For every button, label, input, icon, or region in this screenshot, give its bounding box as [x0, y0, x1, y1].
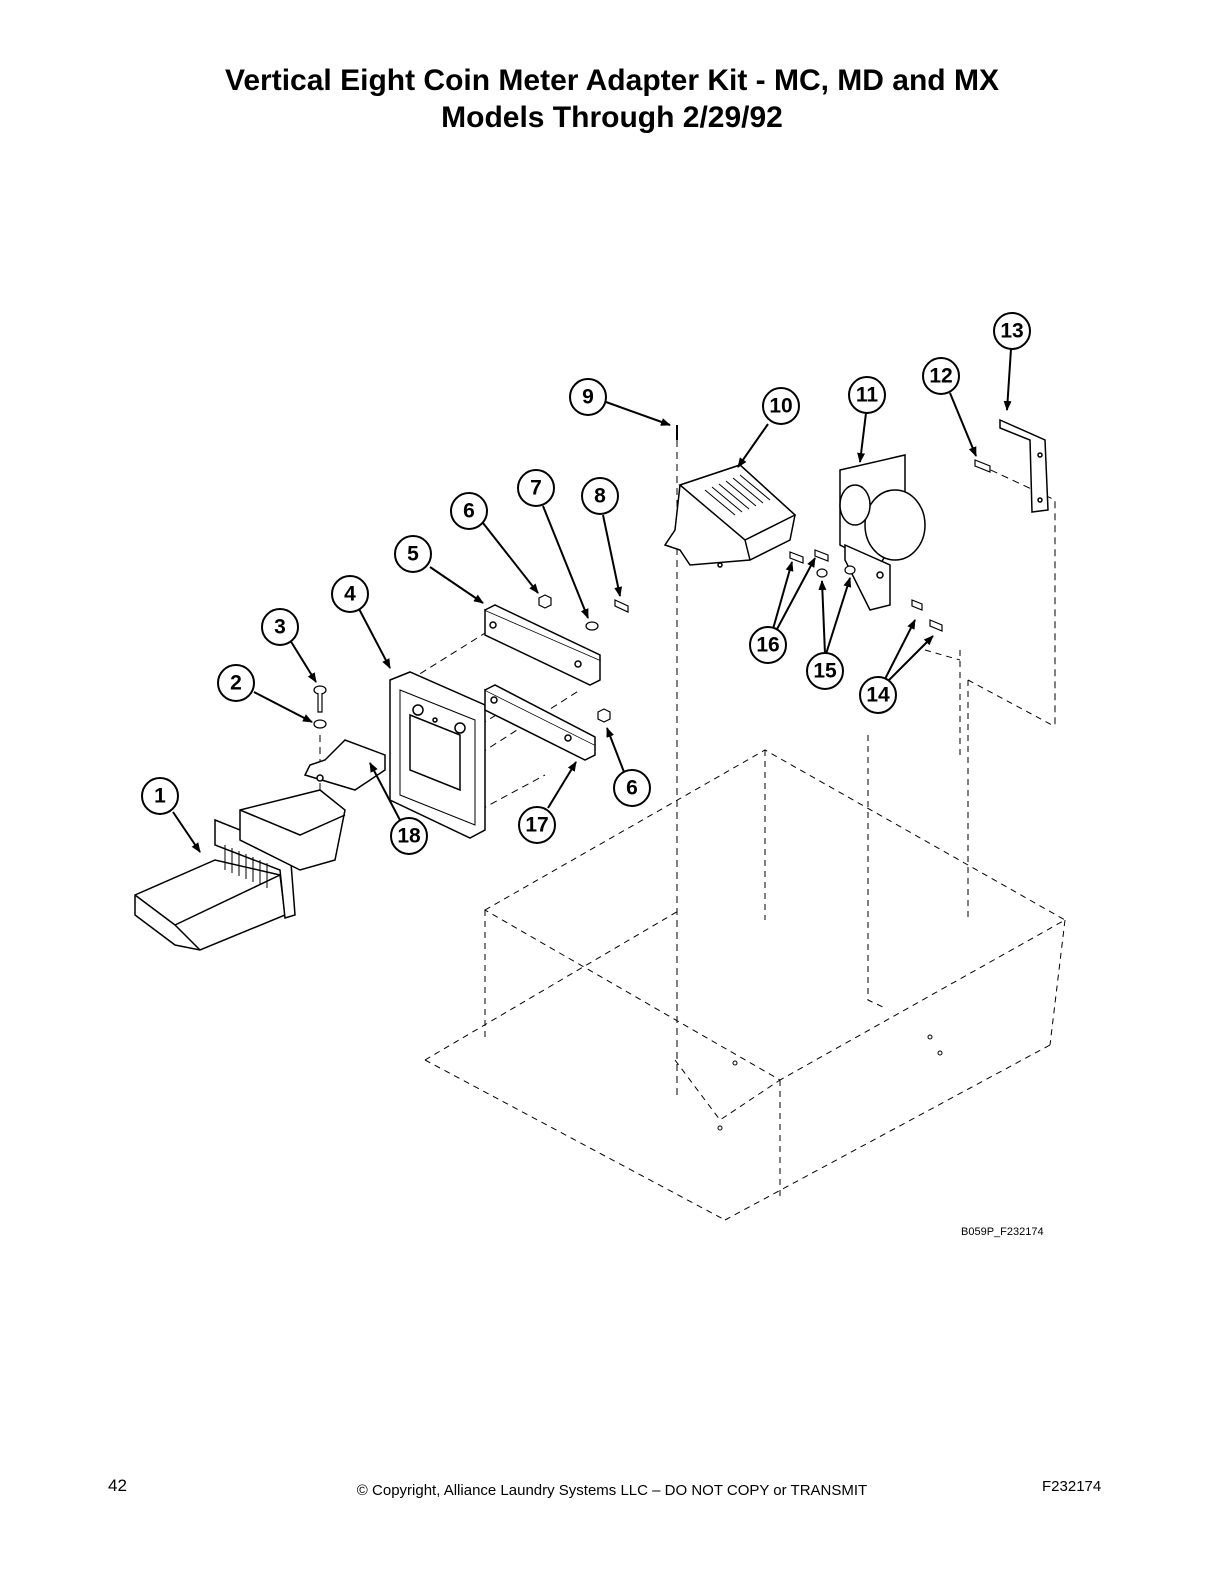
svg-text:2: 2	[230, 672, 242, 695]
callout-18: 18	[390, 817, 428, 855]
callout-5: 5	[394, 535, 432, 573]
part-hardware-12-14-15-16	[789, 459, 991, 632]
cabinet-holes	[717, 1034, 943, 1131]
document-code: F232174	[1042, 1478, 1102, 1495]
callout-12: 12	[922, 357, 960, 395]
svg-text:3: 3	[274, 616, 286, 639]
svg-text:15: 15	[813, 660, 837, 683]
svg-text:5: 5	[407, 543, 419, 566]
callout-3: 3	[261, 608, 299, 646]
callout-17: 17	[518, 806, 556, 844]
copyright-notice: © Copyright, Alliance Laundry Systems LL…	[356, 1482, 868, 1499]
part-screw-3	[313, 685, 327, 729]
callout-14: 14	[859, 676, 897, 714]
part-plate-4	[389, 671, 486, 839]
callout-6-upper: 6	[450, 492, 488, 530]
svg-text:8: 8	[594, 485, 606, 508]
figure-code: B059P_F232174	[961, 1226, 1044, 1238]
leader-lines	[172, 348, 1012, 853]
callout-1: 1	[141, 777, 179, 815]
part-meter-11	[839, 454, 926, 611]
part-hardware-6-7-8	[538, 594, 629, 723]
svg-text:10: 10	[769, 395, 792, 418]
svg-text:6: 6	[463, 500, 475, 523]
svg-text:6: 6	[626, 777, 638, 800]
callout-10: 10	[762, 387, 800, 425]
callout-4: 4	[331, 575, 369, 613]
page-title-line-1: Vertical Eight Coin Meter Adapter Kit - …	[225, 64, 999, 97]
svg-text:1: 1	[154, 785, 166, 808]
part-rail-17	[484, 684, 596, 761]
svg-text:12: 12	[929, 365, 952, 388]
callout-7: 7	[517, 469, 555, 507]
svg-text:17: 17	[525, 814, 548, 837]
svg-text:11: 11	[856, 384, 879, 407]
callout-8: 8	[581, 477, 619, 515]
svg-text:7: 7	[530, 477, 542, 500]
page-title-line-2: Models Through 2/29/92	[441, 101, 783, 134]
part-rail-5	[484, 604, 601, 686]
cabinet-outline	[424, 649, 1067, 1221]
svg-text:13: 13	[1000, 320, 1023, 343]
callout-13: 13	[993, 312, 1031, 350]
part-cover-10	[663, 425, 797, 568]
callout-15: 15	[806, 652, 844, 690]
callout-9: 9	[569, 378, 607, 416]
callout-2: 2	[217, 664, 255, 702]
svg-text:18: 18	[397, 825, 421, 848]
callout-16: 16	[749, 626, 787, 664]
svg-text:9: 9	[582, 386, 594, 409]
part-bracket-13	[999, 418, 1049, 513]
page-number: 42	[108, 1476, 127, 1495]
svg-text:14: 14	[866, 684, 890, 707]
svg-text:16: 16	[756, 634, 779, 657]
svg-text:4: 4	[344, 583, 356, 606]
part-coin-drop	[134, 789, 346, 951]
callout-6-lower: 6	[613, 769, 651, 807]
part-bracket-18	[303, 739, 386, 791]
callout-11: 11	[848, 376, 886, 414]
